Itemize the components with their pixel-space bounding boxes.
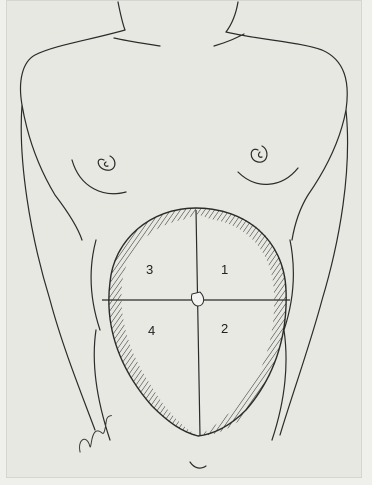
quadrant-label-4: 4: [148, 323, 155, 338]
right-shoulder-outline: [226, 32, 347, 240]
left-hip-line: [94, 330, 110, 440]
umbilicus: [191, 292, 203, 306]
left-arm-contour: [21, 105, 95, 430]
quadrant-label-1: 1: [221, 262, 228, 277]
right-nipple-inner: [259, 152, 262, 157]
left-nipple-inner: [105, 162, 108, 166]
quadrant-label-2: 2: [221, 321, 228, 336]
left-clavicle: [114, 38, 160, 46]
left-waist-line: [91, 240, 100, 330]
left-nipple: [98, 156, 115, 170]
neck-left-line: [118, 2, 125, 30]
pubic-line: [190, 462, 206, 468]
quadrant-label-3: 3: [146, 262, 153, 277]
right-breast: [238, 168, 298, 184]
left-shoulder-outline: [21, 30, 125, 240]
neck-right-line: [226, 2, 238, 32]
artist-signature: [74, 414, 118, 454]
right-clavicle: [214, 34, 244, 46]
right-arm-contour: [280, 110, 348, 435]
